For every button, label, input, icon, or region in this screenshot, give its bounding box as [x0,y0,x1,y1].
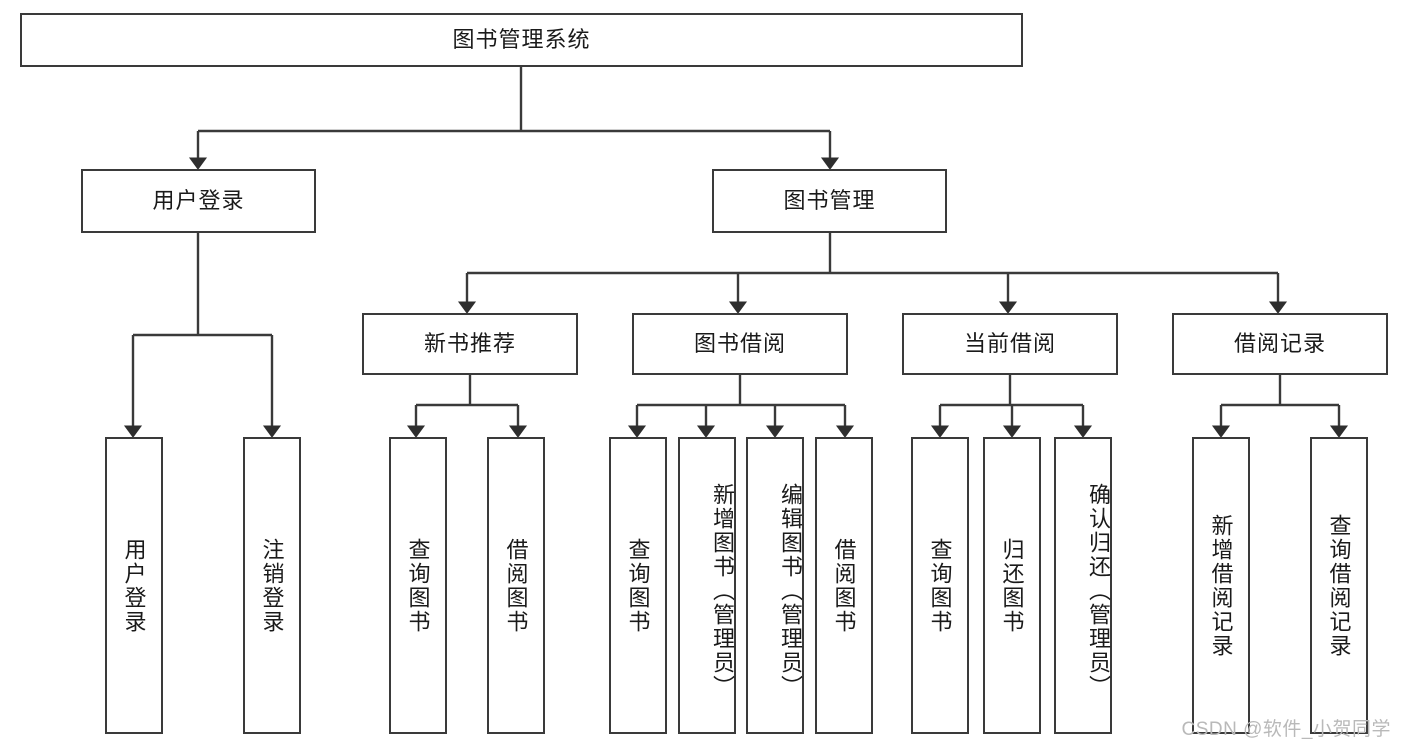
node-leaf-edit-book-admin-label: 编辑图书（管理员） [778,482,803,699]
node-book-management-label: 图书管理 [783,188,876,213]
watermark-text: CSDN @软件_小贺同学 [1181,719,1391,740]
node-leaf-query-book-recommend[interactable]: 查询图书 [389,437,447,734]
node-book-management[interactable]: 图书管理 [712,169,947,233]
node-leaf-query-book-borrow[interactable]: 查询图书 [609,437,667,734]
node-leaf-query-borrow-record-label: 查询借阅记录 [1326,513,1352,658]
node-leaf-query-borrow-record[interactable]: 查询借阅记录 [1310,437,1368,734]
node-leaf-query-book-current-label: 查询图书 [927,537,953,634]
node-leaf-confirm-return-admin-label: 确认归还（管理员） [1086,482,1111,699]
node-leaf-logout[interactable]: 注销登录 [243,437,301,734]
node-leaf-user-login[interactable]: 用户登录 [105,437,163,734]
node-current-borrow[interactable]: 当前借阅 [902,313,1118,375]
node-borrow-record-label: 借阅记录 [1233,331,1326,356]
node-leaf-logout-label: 注销登录 [259,537,285,634]
node-user-login-label: 用户登录 [152,188,245,213]
node-leaf-return-book-label: 归还图书 [999,537,1025,634]
node-root-label: 图书管理系统 [452,27,591,52]
node-leaf-add-book-admin-label: 新增图书（管理员） [710,482,735,699]
node-leaf-confirm-return-admin[interactable]: 确认归还（管理员） [1054,437,1112,734]
node-user-login[interactable]: 用户登录 [81,169,316,233]
node-leaf-query-book-borrow-label: 查询图书 [625,537,651,634]
node-leaf-query-book-current[interactable]: 查询图书 [911,437,969,734]
node-current-borrow-label: 当前借阅 [963,331,1056,356]
node-leaf-borrow-book-recommend-label: 借阅图书 [503,537,529,634]
node-leaf-borrow-book-recommend[interactable]: 借阅图书 [487,437,545,734]
node-leaf-add-borrow-record[interactable]: 新增借阅记录 [1192,437,1250,734]
node-leaf-edit-book-admin[interactable]: 编辑图书（管理员） [746,437,804,734]
node-leaf-user-login-label: 用户登录 [121,537,147,634]
node-leaf-add-book-admin[interactable]: 新增图书（管理员） [678,437,736,734]
node-leaf-query-book-recommend-label: 查询图书 [405,537,431,634]
node-leaf-add-borrow-record-label: 新增借阅记录 [1208,513,1234,658]
node-borrow-record[interactable]: 借阅记录 [1172,313,1388,375]
node-leaf-borrow-book-label: 借阅图书 [831,537,857,634]
node-book-borrow-label: 图书借阅 [693,331,786,356]
node-leaf-return-book[interactable]: 归还图书 [983,437,1041,734]
node-leaf-borrow-book[interactable]: 借阅图书 [815,437,873,734]
node-root[interactable]: 图书管理系统 [20,13,1023,67]
node-book-borrow[interactable]: 图书借阅 [632,313,848,375]
node-new-book-recommend[interactable]: 新书推荐 [362,313,578,375]
node-new-book-recommend-label: 新书推荐 [423,331,516,356]
